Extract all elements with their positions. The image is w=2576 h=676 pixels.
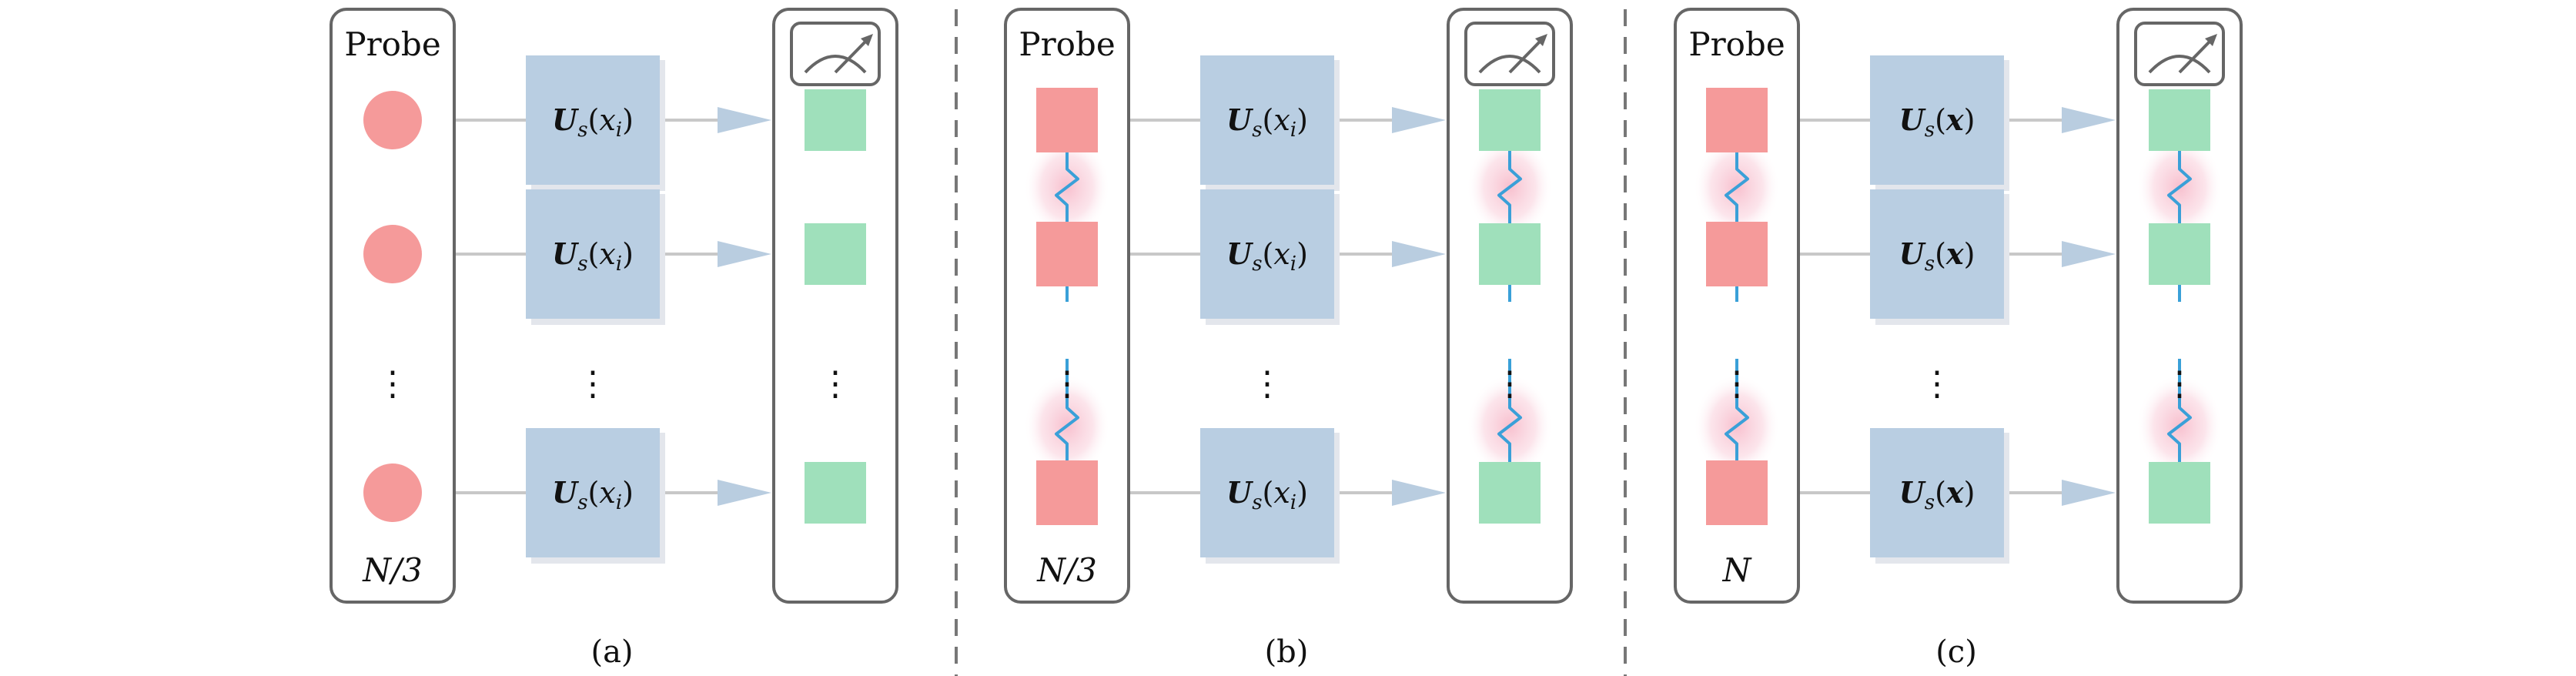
gate-label-1: Us(xi): [552, 102, 634, 142]
output-arrow-1: [718, 107, 771, 133]
gate-label-2: Us(xi): [1226, 236, 1308, 276]
signal-gate-2: [526, 189, 660, 319]
result-ellipsis: ⋮: [2163, 364, 2196, 403]
probe-qubit-1: [1036, 88, 1098, 152]
result-state-2: [2149, 223, 2210, 285]
probe-qubit-2: [1036, 222, 1098, 286]
meter-dial: [804, 55, 867, 74]
output-arrow-1: [2062, 107, 2116, 133]
result-state-3: [805, 462, 866, 524]
gate-ellipsis: ⋮: [1250, 364, 1284, 403]
probe-title: Probe: [1688, 25, 1785, 63]
probe-count: N/3: [1036, 551, 1097, 589]
output-arrow-2: [2062, 241, 2116, 267]
result-ellipsis: ⋮: [818, 364, 852, 403]
probe-ellipsis: ⋮: [1050, 364, 1084, 403]
output-arrow-3: [1392, 480, 1446, 506]
result-state-2: [805, 223, 866, 285]
gate-label-3: Us(xi): [552, 475, 634, 514]
meter-body: [2134, 22, 2225, 86]
probe-qubit-2: [363, 225, 422, 283]
gate-label-2: Us(x): [1899, 236, 1975, 276]
result-entanglement-link-1: [1497, 146, 1522, 228]
gate-label-3: Us(xi): [1226, 475, 1308, 514]
signal-gate-3: [1870, 428, 2004, 557]
probe-qubit-3: [1036, 460, 1098, 525]
probe-qubit-2: [1706, 222, 1768, 286]
measurement-frame: [772, 8, 898, 604]
result-entanglement-link-1: [2167, 146, 2192, 228]
result-state-2: [1479, 223, 1541, 285]
probe-entanglement-link-1: [1055, 146, 1079, 228]
probe-qubit-3: [363, 463, 422, 522]
probe-title: Probe: [1019, 25, 1115, 63]
result-state-3: [2149, 462, 2210, 524]
output-arrow-1: [1392, 107, 1446, 133]
gate-label-1: Us(xi): [1226, 102, 1308, 142]
gate-ellipsis: ⋮: [576, 364, 610, 403]
meter-body: [1464, 22, 1555, 86]
signal-gate-3: [1200, 428, 1334, 557]
meter-needle: [2178, 37, 2214, 74]
gate-label-1: Us(x): [1899, 102, 1975, 142]
output-arrow-2: [718, 241, 771, 267]
panel-caption: (a): [590, 634, 633, 670]
meter-needle: [1508, 37, 1544, 74]
probe-ellipsis: ⋮: [1720, 364, 1754, 403]
result-state-1: [1479, 89, 1541, 151]
probe-qubit-1: [363, 91, 422, 149]
meter-dial: [2148, 55, 2211, 74]
meter-needle-tip: [861, 34, 873, 46]
probe-frame: [330, 8, 456, 604]
result-state-1: [805, 89, 866, 151]
gate-label-3: Us(x): [1899, 475, 1975, 514]
output-arrow-3: [718, 480, 771, 506]
probe-ellipsis: ⋮: [376, 364, 410, 403]
meter-dial: [1478, 55, 1541, 74]
probe-qubit-3: [1706, 460, 1768, 525]
meter-needle-tip: [2205, 34, 2217, 46]
panel-caption: (c): [1935, 634, 1977, 670]
panel-caption: (b): [1265, 634, 1309, 670]
signal-gate-2: [1200, 189, 1334, 319]
measurement-meter-icon: [790, 22, 881, 86]
probe-count: N: [1722, 551, 1752, 589]
gate-label-2: Us(xi): [552, 236, 634, 276]
measurement-meter-icon: [1464, 22, 1555, 86]
meter-needle: [834, 37, 870, 74]
probe-entanglement-link-2: [1055, 385, 1079, 467]
signal-gate-1: [1870, 55, 2004, 185]
result-state-3: [1479, 462, 1541, 524]
meter-body: [790, 22, 881, 86]
result-ellipsis: ⋮: [1493, 364, 1527, 403]
measurement-meter-icon: [2134, 22, 2225, 86]
probe-qubit-1: [1706, 88, 1768, 152]
probe-entanglement-link-1: [1725, 146, 1749, 228]
probe-title: Probe: [344, 25, 440, 63]
output-arrow-2: [1392, 241, 1446, 267]
signal-gate-2: [1870, 189, 2004, 319]
result-state-1: [2149, 89, 2210, 151]
output-arrow-3: [2062, 480, 2116, 506]
result-entanglement-link-2: [2167, 385, 2192, 467]
signal-gate-1: [526, 55, 660, 185]
gate-ellipsis: ⋮: [1920, 364, 1954, 403]
result-entanglement-link-2: [1497, 385, 1522, 467]
probe-entanglement-link-2: [1725, 385, 1749, 467]
signal-gate-3: [526, 428, 660, 557]
meter-needle-tip: [1535, 34, 1547, 46]
signal-gate-1: [1200, 55, 1334, 185]
probe-count: N/3: [362, 551, 423, 589]
